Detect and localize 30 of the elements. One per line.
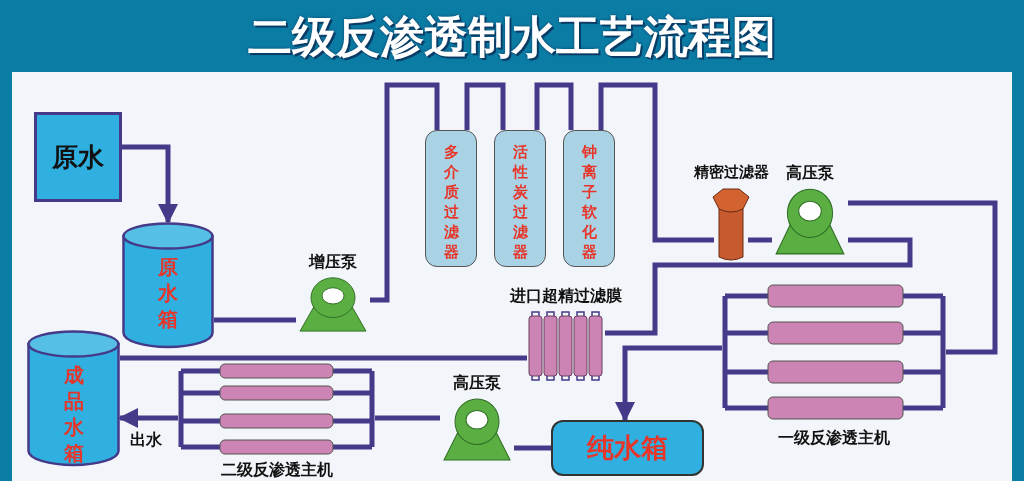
pipe [120, 355, 527, 361]
vertical-label: 成品水箱 [62, 362, 85, 466]
pipe [598, 82, 714, 243]
pipe [464, 82, 506, 130]
title: 二级反渗透制水工艺流程图 [247, 10, 777, 64]
pipe [375, 415, 440, 421]
vertical-label: 原水箱 [156, 254, 179, 332]
component-label: 二级反渗透主机 [219, 460, 334, 481]
component-label: 进口超精过滤膜 [509, 286, 623, 307]
source-box: 原水 [34, 112, 122, 202]
filter-column: 多介质过滤器 [425, 130, 477, 267]
arrow [615, 345, 722, 422]
component-label: 一级反渗透主机 [777, 428, 891, 449]
component-label: 高压泵 [452, 373, 502, 394]
pipe [214, 317, 296, 323]
pipe [848, 200, 998, 355]
pipe [514, 445, 551, 451]
tank-box: 纯水箱 [551, 420, 704, 476]
pipe [370, 82, 440, 303]
edge-label: 出水 [128, 430, 164, 451]
component-label: 增压泵 [307, 252, 358, 273]
pipe [605, 237, 913, 336]
filter-column: 活性炭过滤器 [494, 130, 546, 267]
pipe [748, 237, 772, 243]
filter-column: 钟离子软化器 [563, 130, 615, 267]
component-label: 精密过滤器 [692, 163, 770, 182]
pipe [534, 82, 574, 130]
arrow [122, 144, 178, 224]
component-label: 高压泵 [785, 163, 835, 184]
arrow [118, 408, 178, 428]
